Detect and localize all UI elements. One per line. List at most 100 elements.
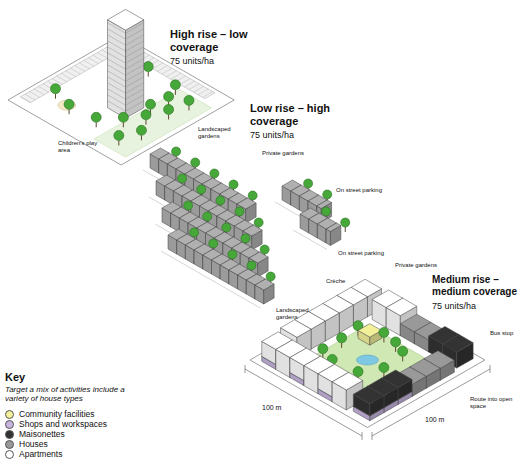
legend-text: Apartments [19, 450, 62, 459]
tree [323, 190, 332, 199]
tower-block [108, 9, 144, 30]
terraced-house [255, 279, 274, 290]
building-block [353, 386, 384, 404]
tree [247, 261, 256, 270]
parking-bay [153, 63, 163, 69]
parking-bay [75, 66, 85, 72]
dimension-label: 100 m [425, 416, 459, 424]
floor-line [108, 29, 144, 39]
tree [391, 337, 401, 347]
tree [172, 147, 181, 156]
density-heading: Low rise – high coverage [250, 102, 334, 127]
parking-bay [157, 66, 167, 72]
dimension-tick [372, 432, 373, 440]
parking-bay [34, 89, 44, 95]
annotation-label: Landscaped gardens [198, 126, 240, 140]
tree [341, 218, 350, 227]
parking-bay [88, 58, 98, 64]
parking-bay [193, 86, 203, 92]
legend-row: Shops and workspaces [5, 420, 107, 429]
tree [248, 191, 257, 200]
floor-line [108, 71, 144, 81]
parking-bay [66, 71, 76, 77]
tree [184, 201, 193, 210]
dimension-tick [362, 432, 363, 440]
tree [146, 99, 156, 109]
density-heading: Medium rise – medium coverage [432, 274, 520, 297]
parking-bay [189, 84, 199, 90]
tree-trunk [141, 135, 142, 140]
tree [114, 131, 124, 141]
annotation-label: Crèche [326, 278, 356, 285]
tree [64, 99, 74, 109]
dimension-tick [245, 365, 246, 373]
legend-row: Houses [5, 440, 48, 449]
parking-bay [198, 89, 208, 95]
tree [184, 95, 194, 105]
floor-line [108, 35, 144, 45]
tree-trunk [188, 105, 189, 110]
dimension-line [245, 369, 362, 436]
legend-text: Maisonettes [19, 430, 65, 439]
parking-bay [25, 94, 35, 100]
annotation-label: Private gardens [262, 150, 322, 157]
tree [304, 179, 313, 188]
annotation-label: Children's play area [58, 140, 100, 154]
annotation-label: Bus stop [490, 330, 518, 337]
tree-trunk [341, 343, 342, 348]
floor-line [108, 77, 144, 87]
tree [136, 125, 146, 135]
building-block [332, 372, 363, 390]
floor-line [108, 47, 144, 57]
tree-trunk [69, 109, 70, 114]
floor-line [108, 95, 144, 105]
tree-trunk [96, 122, 97, 127]
tree [118, 112, 128, 122]
tree [222, 223, 231, 232]
building-block [281, 320, 312, 338]
density-heading: High rise – low coverage [170, 28, 248, 53]
legend-swatch [5, 410, 14, 419]
tree [322, 207, 331, 216]
parking-bay [93, 55, 103, 61]
tree [379, 327, 389, 337]
floor-line [108, 89, 144, 99]
density-figure: 75 units/ha [250, 130, 320, 140]
annotation-label: Private gardens [395, 262, 439, 269]
tree-trunk [123, 122, 124, 127]
tree-trunk [395, 347, 396, 352]
tree [235, 207, 244, 216]
density-figure: 75 units/ha [170, 56, 240, 66]
tree [190, 228, 199, 237]
low-rise-scheme [143, 147, 350, 308]
annotation-label: On street parking [336, 187, 396, 194]
legend-text: Houses [19, 440, 48, 449]
density-figure: 75 units/ha [432, 301, 502, 311]
legend-text: Community facilities [19, 410, 95, 419]
key-heading: Key [5, 371, 45, 384]
tree [164, 92, 174, 102]
parking-bay [70, 68, 80, 74]
tree-trunk [345, 227, 346, 232]
legend-swatch [5, 420, 14, 429]
legend-row: Apartments [5, 450, 62, 459]
tree [254, 218, 263, 227]
tree [228, 250, 237, 259]
tree-trunk [402, 356, 403, 361]
tree [209, 239, 218, 248]
tree [141, 110, 151, 120]
play-area [58, 100, 76, 110]
floor-line [108, 53, 144, 63]
tree [178, 174, 187, 183]
tree [229, 180, 238, 189]
tree-trunk [55, 94, 56, 99]
tree-trunk [145, 120, 146, 125]
parking-bay [166, 71, 176, 77]
tree-trunk [383, 337, 384, 342]
tree [164, 105, 174, 115]
parking-bay [52, 79, 62, 85]
floor-line [108, 65, 144, 75]
parking-bay [97, 53, 107, 59]
terraced-house [326, 229, 330, 246]
